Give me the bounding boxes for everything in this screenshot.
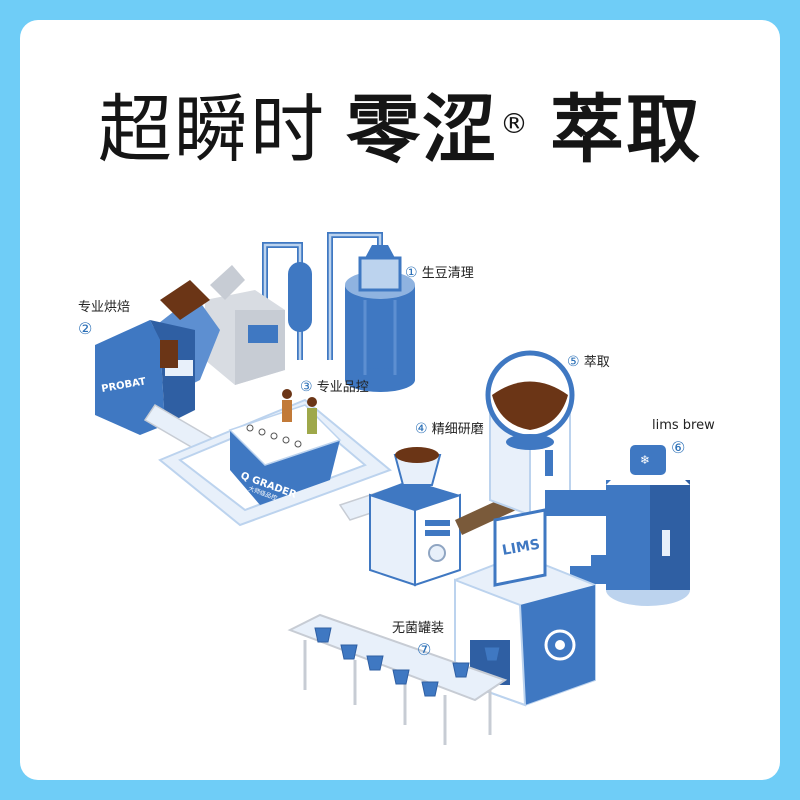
step-2-number: ② — [78, 319, 93, 338]
step-5-text: 萃取 — [583, 355, 610, 370]
step-3-text: 专业品控 — [316, 380, 369, 395]
step-7-label: 无菌罐装 — [392, 617, 444, 636]
snowflake-icon: ❄ — [640, 453, 650, 467]
taster-person-1 — [282, 389, 292, 422]
cupping-cups — [246, 424, 302, 448]
step-4-text: 精细研磨 — [431, 422, 484, 437]
step-7-text: 无菌罐装 — [392, 621, 445, 636]
quality-platform: Q GRADER 大师级品控 — [158, 389, 392, 527]
output-conveyor — [287, 613, 508, 745]
step-4-number: ④ — [415, 421, 428, 437]
lims-brew-tank: ❄ — [606, 445, 690, 606]
step-7-number: ⑦ — [417, 640, 432, 659]
headline-part2: 零涩® — [346, 70, 530, 177]
registered-mark: ® — [500, 106, 530, 140]
step-1-text: 生豆清理 — [421, 266, 474, 281]
step-2-text: 专业烘焙 — [78, 300, 131, 315]
connector-pipe-2 — [570, 555, 609, 584]
grinder-machine — [369, 447, 461, 587]
step-5-number: ⑤ — [567, 354, 580, 370]
connector-pipe-1 — [545, 490, 615, 516]
pipe-capsule — [288, 262, 312, 332]
step-3-number: ③ — [300, 379, 313, 395]
headline: 超瞬时 零涩® 萃取 — [0, 68, 800, 178]
step-5-label: ⑤ 萃取 — [567, 351, 610, 370]
roaster-machine: PROBAT — [95, 280, 220, 435]
headline-part2-text: 零涩 — [346, 86, 498, 173]
bean-cleaning-silo — [345, 245, 415, 392]
step-1-number: ① — [405, 265, 418, 281]
step-4-label: ④ 精细研磨 — [415, 418, 484, 437]
filling-machine: LIMS — [454, 508, 596, 707]
step-6-number: ⑥ — [671, 438, 686, 457]
step-6-text: lims brew — [652, 418, 715, 433]
step-1-label: ① 生豆清理 — [405, 262, 474, 281]
step-3-label: ③ 专业品控 — [300, 376, 369, 395]
headline-part3: 萃取 — [550, 86, 702, 173]
taster-person-2 — [307, 397, 317, 434]
headline-part1: 超瞬时 — [98, 86, 326, 173]
step-2-label: 专业烘焙 — [78, 296, 130, 315]
extraction-machine — [485, 350, 575, 517]
filled-cups — [314, 627, 501, 697]
lims-sign-text: LIMS — [501, 537, 541, 559]
hopper-machine — [205, 265, 285, 385]
step-6-label: lims brew — [652, 418, 715, 433]
